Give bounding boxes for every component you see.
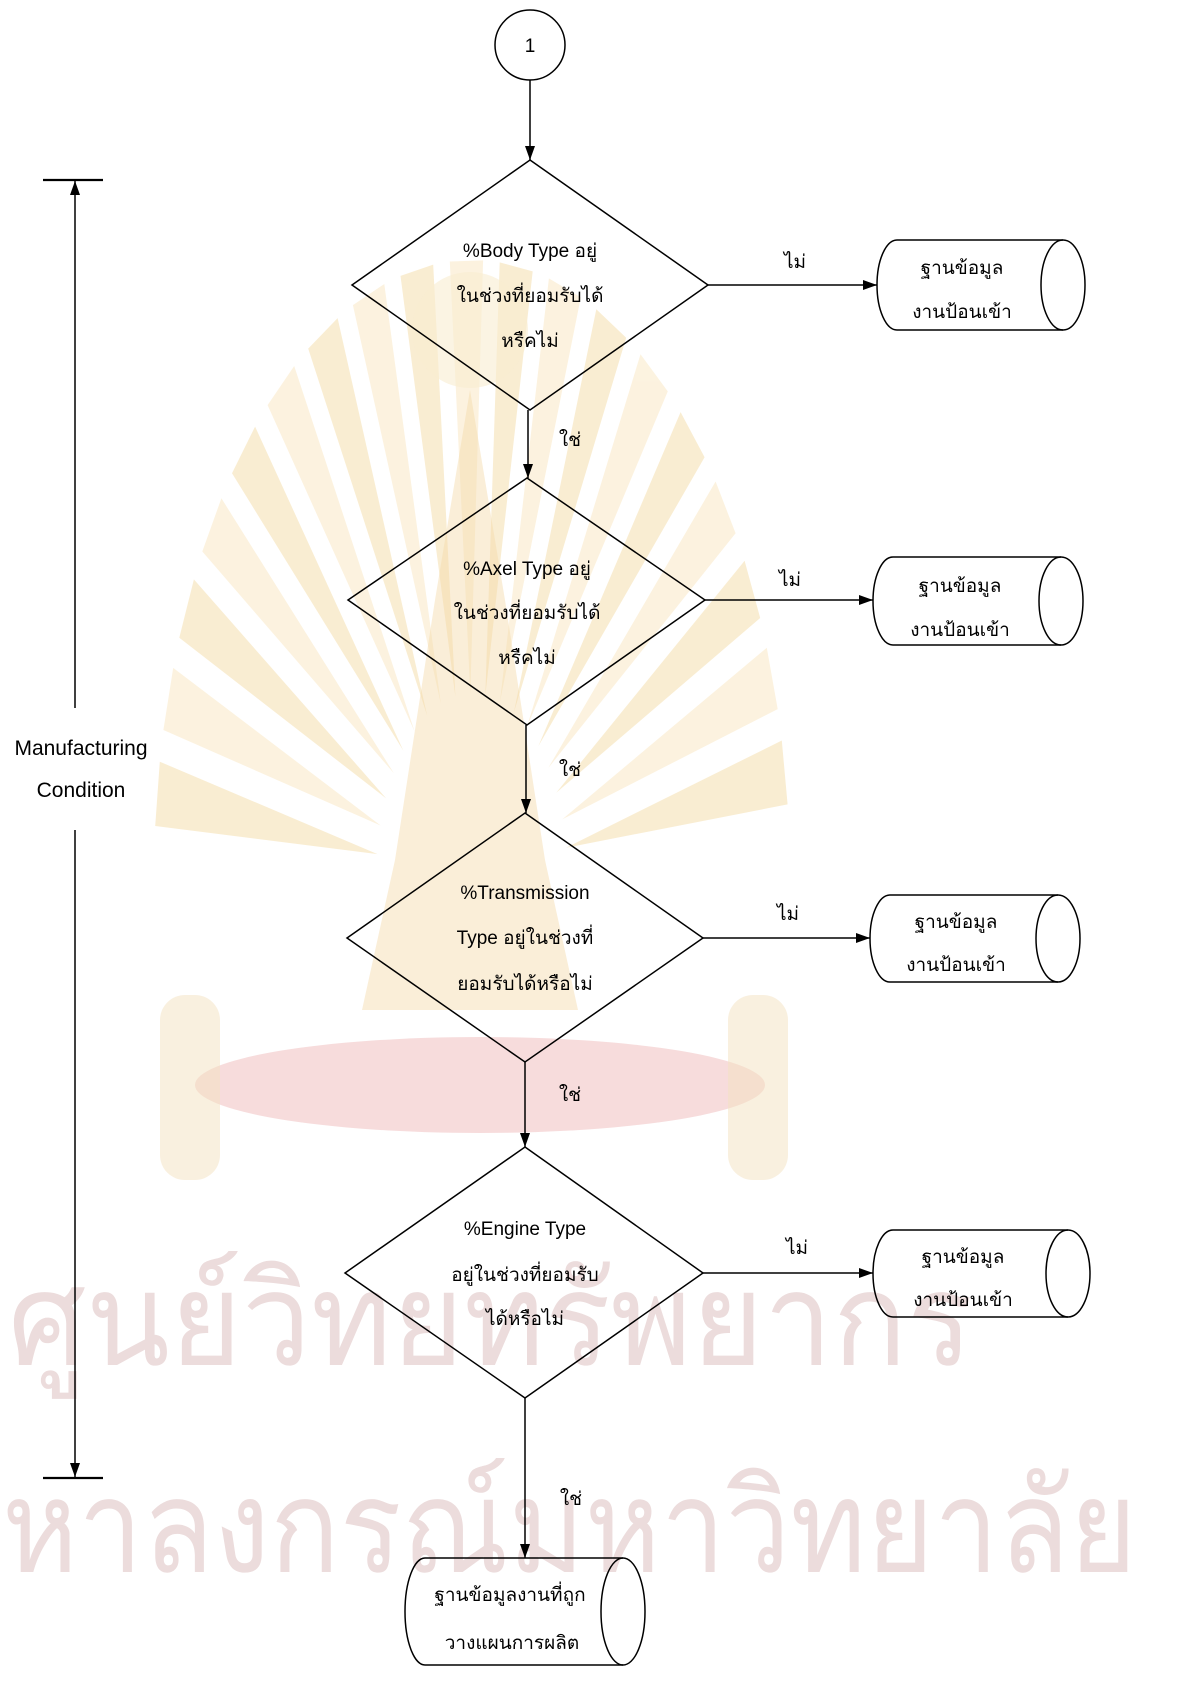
database-text-line: ฐานข้อมูล <box>921 258 1004 279</box>
database-text-line: ฐานข้อมูลงานที่ถูก <box>434 1581 585 1606</box>
decision-text-line: %Engine Type <box>464 1219 586 1240</box>
input-jobs-database: ฐานข้อมูล งานป้อนเข้า <box>869 894 1081 983</box>
decision-engine-type: %Engine Type อยู่ในช่วงที่ยอมรับ ได้หรือ… <box>343 1146 705 1399</box>
input-jobs-database: ฐานข้อมูล งานป้อนเข้า <box>872 556 1084 646</box>
watermark-text-line: หาลงกรณ์มหาวิทยาลัย <box>2 1451 1137 1603</box>
watermark-ray <box>179 579 387 799</box>
yes-label: ใช่ <box>559 1084 581 1106</box>
database-end-arc <box>1035 894 1059 983</box>
database-text-line: งานป้อนเข้า <box>913 1290 1013 1311</box>
watermark-ray <box>155 761 378 855</box>
database-text-line: งานป้อนเข้า <box>912 302 1012 323</box>
decision-text-line: ได้หรือไม่ <box>484 1308 564 1330</box>
bracket-label-line: Manufacturing <box>14 737 147 760</box>
watermark-ray <box>538 412 705 747</box>
watermark-ray <box>556 560 761 793</box>
watermark-ray <box>267 366 415 732</box>
watermark-halo <box>412 272 528 388</box>
yes-label: ใช่ <box>559 429 581 451</box>
database-end-arc <box>1045 1229 1069 1318</box>
decision-text-line: %Axel Type อยู่ <box>463 559 591 580</box>
decision-text-line: ในช่วงที่ยอมรับได้ <box>454 599 601 624</box>
database-text-line: ฐานข้อมูล <box>915 912 998 933</box>
decision-text-line: ยอมรับได้หรือไม่ <box>457 973 592 995</box>
decision-text-line: อยู่ในช่วงที่ยอมรับ <box>451 1261 599 1286</box>
input-jobs-database: ฐานข้อมูล งานป้อนเข้า <box>872 1229 1091 1318</box>
decision-text-line: หรืคไม่ <box>501 330 559 352</box>
decision-axel-type: %Axel Type อยู่ ในช่วงที่ยอมรับได้ หรืคไ… <box>346 477 707 726</box>
watermark-cushion <box>195 1037 765 1133</box>
yes-label: ใช่ <box>559 759 581 781</box>
watermark-right-tassel <box>728 995 788 1180</box>
decision-diamond <box>350 159 710 411</box>
decision-body-type: %Body Type อยู่ ในช่วงที่ยอมรับได้ หรืคไ… <box>350 159 710 411</box>
database-text-line: วางแผนการผลิต <box>445 1633 579 1654</box>
input-jobs-database: ฐานข้อมูล งานป้อนเข้า <box>876 239 1086 331</box>
watermark: ศูนย์วิทยทรัพยากร หาลงกรณ์มหาวิทยาลัย <box>2 260 1137 1603</box>
bracket-label-line: Condition <box>37 779 126 802</box>
no-label: ไม่ <box>784 1237 808 1259</box>
decision-text-line: %Body Type อยู่ <box>463 241 597 262</box>
yes-label: ใช่ <box>560 1488 582 1510</box>
decision-text-line: Type อยู่ในช่วงที่ <box>457 924 594 949</box>
watermark-ray <box>163 667 381 826</box>
database-text-line: งานป้อนเข้า <box>906 955 1006 976</box>
decision-text-line: ในช่วงที่ยอมรับได้ <box>457 282 604 307</box>
no-label: ไม่ <box>775 903 799 925</box>
watermark-crown <box>362 390 578 1010</box>
watermark-ray <box>566 740 788 848</box>
database-text-line: ฐานข้อมูล <box>922 1247 1005 1268</box>
watermark-ray <box>548 481 736 769</box>
decision-text-line: %Transmission <box>460 883 589 904</box>
database-end-arc <box>600 1557 624 1666</box>
watermark-rays <box>155 260 788 855</box>
connector-label: 1 <box>525 36 536 57</box>
database-text-line: งานป้อนเข้า <box>910 620 1010 641</box>
no-label: ไม่ <box>777 569 801 591</box>
watermark-ray <box>232 426 404 751</box>
no-label: ไม่ <box>782 251 806 273</box>
database-end-arc <box>1038 556 1062 646</box>
connector: 1 <box>494 9 566 81</box>
watermark-ray <box>308 318 428 716</box>
watermark-left-tassel <box>160 995 220 1180</box>
watermark-ray <box>352 284 441 705</box>
database-end-arc <box>1040 239 1064 331</box>
decision-transmission-type: %Transmission Type อยู่ในช่วงที่ ยอมรับไ… <box>345 812 705 1063</box>
database-text-line: ฐานข้อมูล <box>919 576 1002 597</box>
watermark-ray <box>513 309 627 713</box>
watermark-ray <box>562 647 778 820</box>
planned-jobs-database: ฐานข้อมูลงานที่ถูก วางแผนการผลิต <box>404 1557 646 1666</box>
watermark-ray <box>400 264 456 697</box>
decision-text-line: หรืคไม่ <box>498 647 556 669</box>
watermark-ray <box>526 354 668 728</box>
watermark-ray <box>202 498 394 774</box>
decision-diamond <box>346 477 707 726</box>
manufacturing-condition-bracket: Manufacturing Condition <box>14 178 148 1480</box>
watermark-ray <box>499 278 581 703</box>
